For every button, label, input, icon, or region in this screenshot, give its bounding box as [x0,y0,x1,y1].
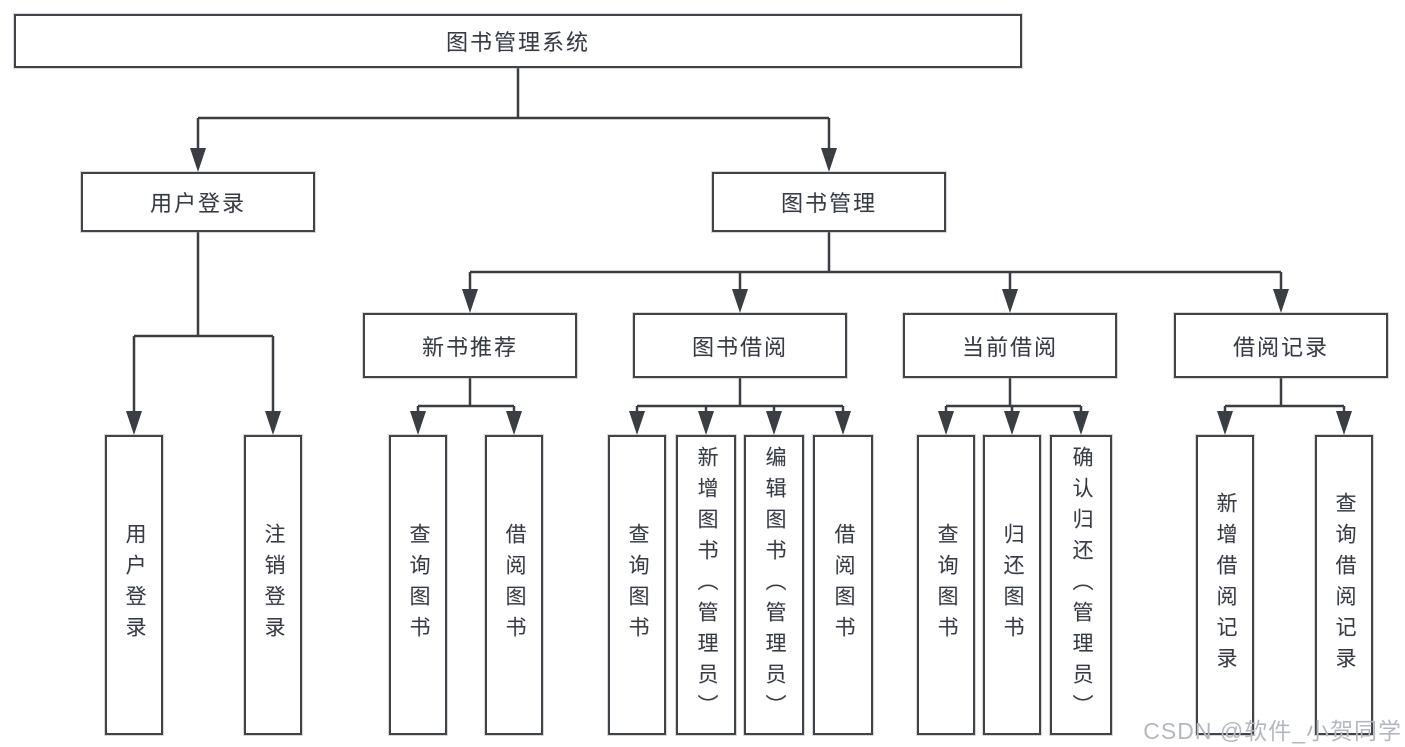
node-label: 用户登录 [149,191,246,216]
arrowheads [126,148,1352,435]
node-book-management: 图书管理 [712,172,946,232]
node-new-book-recommend: 新书推荐 [363,313,577,378]
node-label: 确认归还（管理员） [1070,445,1094,725]
leaf-current-query-books: 查询图书 [917,435,975,735]
node-label: 新增图书（管理员） [695,445,719,725]
watermark: CSDN @软件_小贺同学 [1143,718,1402,744]
leaf-current-confirm-return-admin: 确认归还（管理员） [1050,435,1112,735]
node-user-login: 用户登录 [81,172,315,232]
leaf-borrowing-edit-books-admin: 编辑图书（管理员） [744,435,804,735]
leaf-current-return-books: 归还图书 [983,435,1041,735]
node-label: 归还图书 [1001,523,1025,647]
node-label: 借阅记录 [1232,334,1329,360]
node-label: 借阅图书 [832,523,856,647]
leaf-records-query-record: 查询借阅记录 [1315,435,1373,735]
node-library-management-system: 图书管理系统 [14,14,1022,68]
node-label: 借阅图书 [503,523,527,647]
node-label: 新增借阅记录 [1214,492,1238,678]
leaf-recommend-borrow-books: 借阅图书 [485,435,543,735]
node-book-borrowing: 图书借阅 [633,313,847,378]
leaf-recommend-query-books: 查询图书 [389,435,447,735]
node-current-borrowing: 当前借阅 [903,313,1117,378]
node-label: 查询图书 [935,523,959,647]
node-label: 编辑图书（管理员） [763,445,787,725]
node-label: 新书推荐 [421,334,518,360]
leaf-records-add-record: 新增借阅记录 [1196,435,1254,735]
leaf-borrowing-borrow-books: 借阅图书 [813,435,873,735]
node-label: 图书借阅 [691,334,788,360]
leaf-logout: 注销登录 [244,435,302,735]
leaf-borrowing-add-books-admin: 新增图书（管理员） [676,435,736,735]
node-label: 查询图书 [407,523,431,647]
node-label: 当前借阅 [961,334,1058,360]
node-label: 查询图书 [626,523,650,647]
node-label: 注销登录 [262,523,286,647]
leaf-borrowing-query-books: 查询图书 [608,435,666,735]
node-label: 图书管理 [780,191,877,216]
node-label: 用户登录 [123,523,147,647]
node-label: 查询借阅记录 [1333,492,1357,678]
node-borrow-records: 借阅记录 [1174,313,1388,378]
leaf-user-login: 用户登录 [105,435,163,735]
node-label: 图书管理系统 [445,30,590,55]
